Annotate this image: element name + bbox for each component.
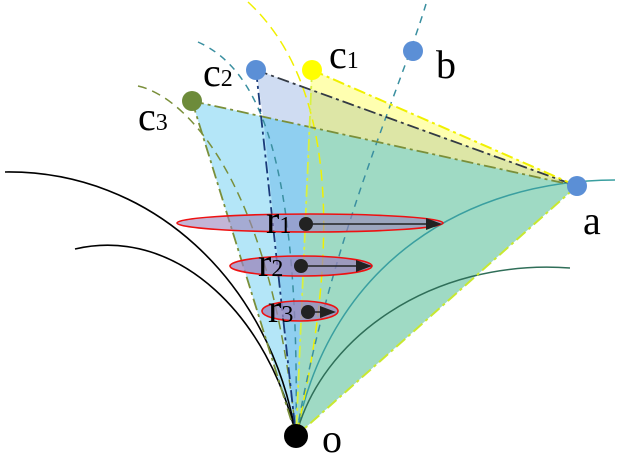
- c3-dashed-curve: [137, 85, 297, 437]
- radius-ellipse-r3: [261, 300, 339, 322]
- c2-dashed-curve: [197, 41, 298, 437]
- edge-c1-a: [311, 69, 578, 187]
- label-o: o: [322, 416, 342, 460]
- point-o: [284, 424, 308, 448]
- edge-c3-o: [191, 100, 297, 437]
- geodesic-curve-lower: [295, 266, 571, 437]
- boundary-curve-outer: [4, 171, 297, 437]
- edge-a-o: [295, 185, 578, 437]
- point-a: [567, 176, 587, 196]
- radius-arrow-r2: [294, 259, 372, 273]
- edge-c3-a: [191, 100, 578, 187]
- edge-c1-o: [295, 69, 313, 437]
- region-c2-lavender: [256, 70, 310, 127]
- label-a: a: [583, 198, 601, 243]
- label-c1: c1: [329, 32, 359, 77]
- point-c3: [182, 91, 202, 111]
- label-b: b: [436, 42, 456, 87]
- point-b: [403, 41, 423, 61]
- c1-dashed-curve: [247, 1, 325, 437]
- geodesic-curve-a: [295, 179, 616, 437]
- radius-arrow-r3: [301, 305, 336, 319]
- point-c1: [302, 60, 322, 80]
- label-c3: c3: [138, 94, 168, 139]
- label-r1: r1: [266, 197, 291, 242]
- point-c2: [246, 60, 266, 80]
- label-r3: r3: [268, 286, 293, 331]
- edge-c2-a: [255, 69, 578, 187]
- region-green: [296, 127, 577, 436]
- radius-arrow-r1: [299, 217, 442, 231]
- edge-c2-o: [255, 69, 297, 437]
- label-c2: c2: [203, 50, 233, 95]
- label-r2: r2: [258, 240, 283, 285]
